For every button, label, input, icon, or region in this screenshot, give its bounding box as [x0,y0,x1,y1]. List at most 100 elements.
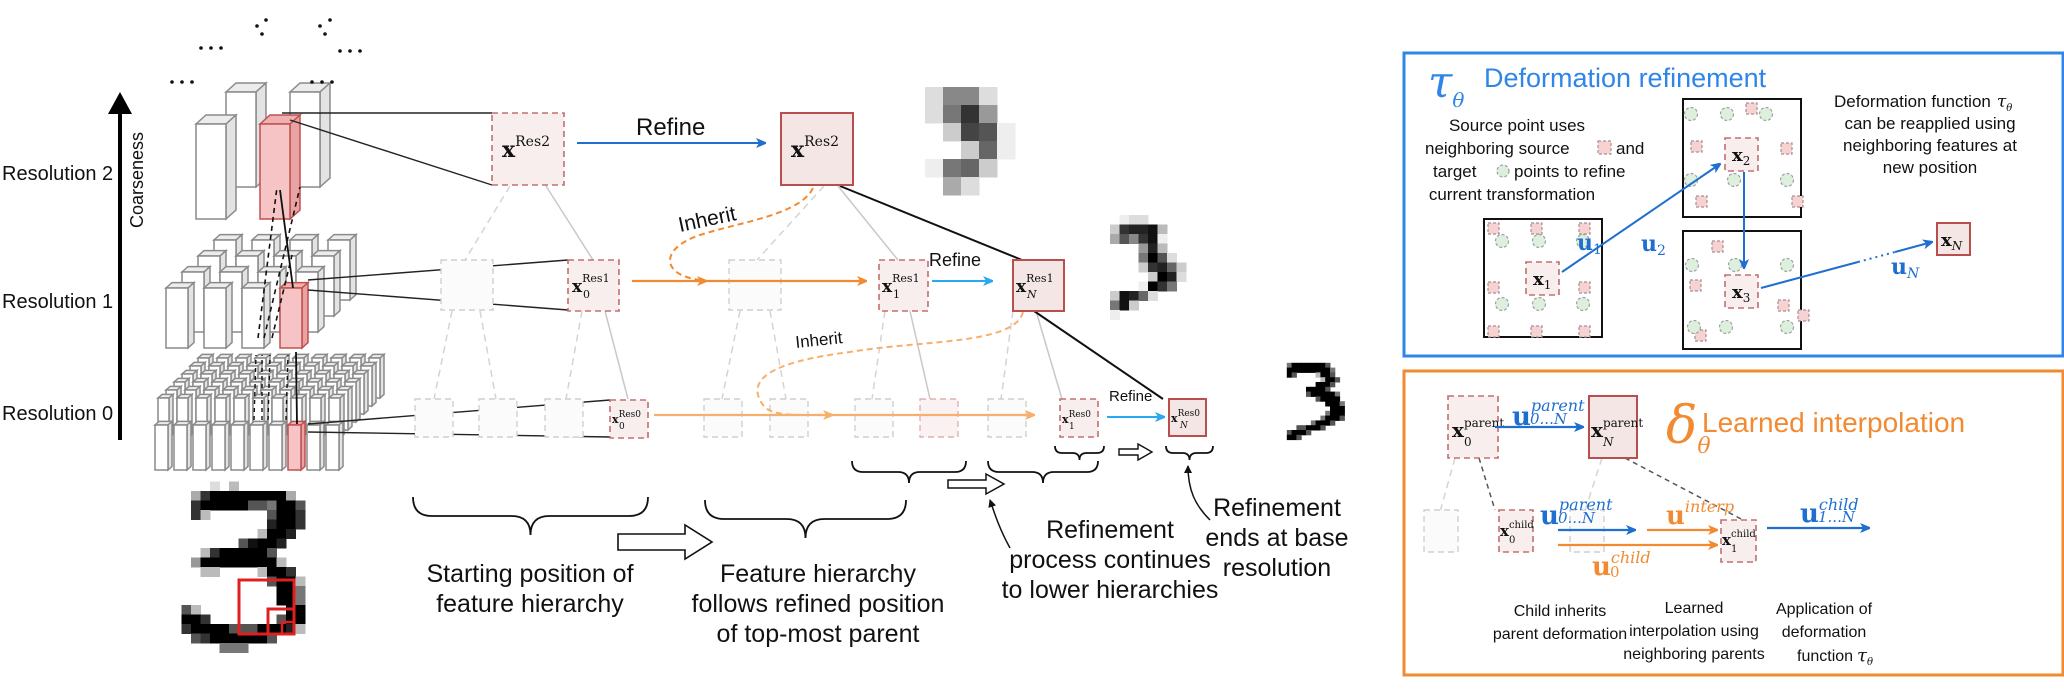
digit-pixel [286,567,296,577]
source-point-icon [1745,102,1758,115]
digit-pixel [219,557,230,568]
digit-pixel [1315,362,1321,369]
brace [704,499,907,539]
digit-pixel [1330,420,1336,426]
digit-pixel [979,87,998,106]
svg-text:can be reapplied using: can be reapplied using [1844,114,2015,133]
digit-pixel [219,633,230,644]
digit-pixel [248,633,258,644]
ellipsis-dot [358,49,362,53]
pooling-line [285,354,289,421]
digit-pixel [1306,391,1312,397]
source-point-icon [1487,325,1500,338]
digit-pixel [1310,391,1317,397]
brace [1054,445,1105,461]
digit-pixel [979,141,998,160]
svg-text:xRes2: xRes2 [502,134,550,163]
delta-theta-symbol: δθ [1666,396,1711,459]
digit-pixel [276,491,287,501]
digit-pixel [1296,367,1302,373]
target-point-icon [1719,106,1735,122]
digit-pixel [200,557,211,568]
digit-pixel [276,538,287,549]
ellipsis-dot [190,80,194,84]
digit-pixel [295,624,306,634]
digit-pixel [1325,367,1331,373]
svg-text:points to refine: points to refine [1514,162,1626,181]
point-x2: x2 [1724,137,1759,172]
digit-pixel [997,141,1016,160]
svg-text:xRes0: xRes0 [1171,409,1200,425]
digit-pixel [1325,377,1331,383]
digit-pixel [219,643,230,653]
svg-text:of top-most parent: of top-most parent [717,620,920,648]
digit-pixel [1148,272,1158,282]
digit-pixel [1291,362,1297,369]
digit-pixel [1138,215,1149,225]
digit-pixel [276,519,287,530]
svg-text:0: 0 [1509,535,1515,546]
svg-text:follows refined position: follows refined position [692,590,945,618]
digit-pixel [191,491,201,501]
vector-u1-arrow [1561,164,1720,273]
caption-refinement-ends: Refinement ends at base resolution [1205,494,1348,582]
digit-pixel [1129,300,1139,311]
tau-theta-symbol: τθ [1428,57,1464,112]
digit-pixel [1334,396,1341,402]
digit-pixel [1306,386,1312,393]
digit-pixel [248,491,258,501]
digit-pixel [1306,425,1312,431]
digit-pixel [219,491,230,501]
svg-text:neighboring parents: neighboring parents [1623,646,1764,663]
digit-pixel [1320,372,1326,378]
ellipsis-dot [323,32,327,36]
digit-pixel [181,605,192,615]
digit-pixel [1167,272,1177,282]
digit-pixel [1176,272,1187,282]
digit-pixel [1148,253,1158,263]
digit-pixel [276,567,287,577]
digit-pixel [267,529,277,539]
svg-text:x1: x1 [1533,269,1551,292]
refine-label-res2: Refine [636,114,705,141]
target-point-icon [1531,233,1547,249]
digit-image-full-res [181,481,306,653]
digit-pixel [1334,415,1341,421]
ellipsis-dot [320,80,324,84]
u-child-1N-label: uchild [1800,495,1859,529]
digit-pixel [1330,391,1336,397]
interpolation-panel-title: Learned interpolation [1702,407,1965,438]
pooling-line [295,351,298,425]
digit-pixel [1320,391,1326,397]
target-point-icon [1683,106,1699,122]
digit-pixel [1306,362,1312,369]
svg-text:Feature hierarchy: Feature hierarchy [720,560,916,588]
digit-pixel [925,159,944,178]
svg-text:ends at base: ends at base [1205,524,1348,552]
digit-pixel [1296,430,1302,436]
digit-pixel [1330,372,1336,378]
ellipsis-dot [255,24,259,28]
pooling-line [257,186,278,339]
pooling-line [263,186,301,339]
source-point-icon [1690,140,1703,153]
node-x-res2-refined: xRes2 [780,112,854,186]
digit-pixel [1110,234,1120,244]
digit-pixel [200,567,211,577]
svg-text:Application of: Application of [1776,601,1873,618]
vector-u2-label: u2 [1641,231,1666,259]
svg-text:xRes1: xRes1 [882,272,920,297]
source-point-icon [1530,325,1543,338]
svg-text:Refinement: Refinement [1213,494,1341,522]
digit-pixel [1315,382,1321,388]
digit-pixel [1291,430,1297,436]
pointer-arrow-continues [988,499,1011,549]
digit-pixel [1129,215,1139,225]
refine-label-res1: Refine [929,250,981,270]
digit-pixel [1110,224,1120,235]
digit-pixel [248,538,258,549]
source-point-icon [1711,240,1724,253]
u-parent-top-label: uparent [1512,396,1585,432]
digit-pixel [1325,391,1331,397]
